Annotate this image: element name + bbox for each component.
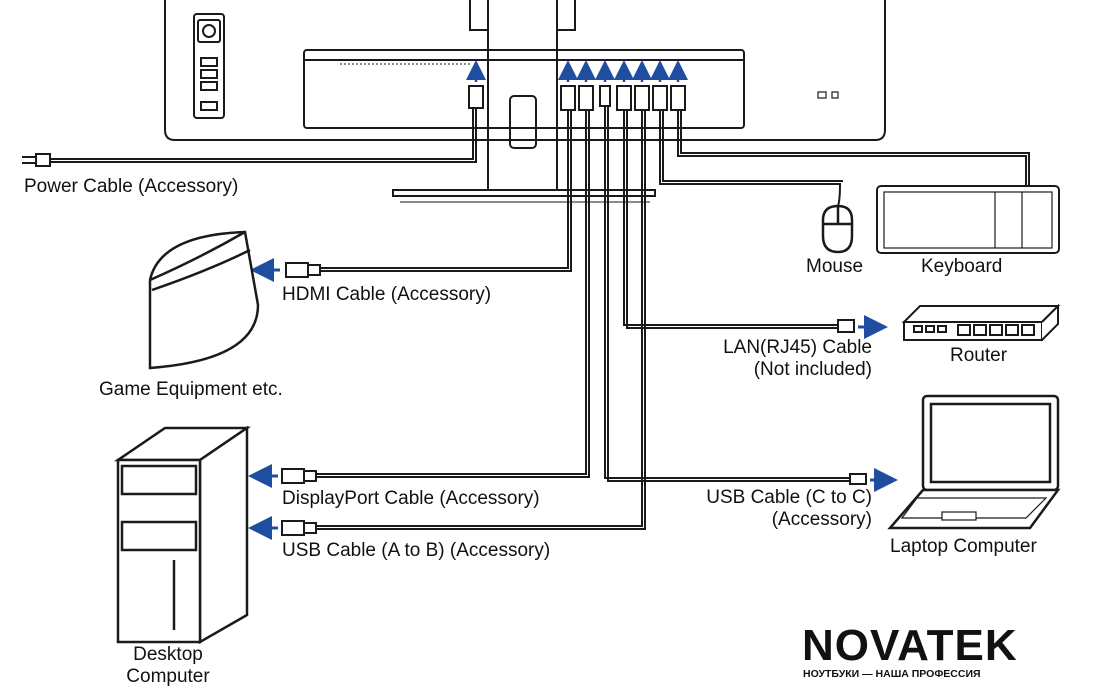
game-equipment-label: Game Equipment etc. — [99, 379, 283, 400]
cables — [50, 106, 1030, 530]
novatek-tagline: НОУТБУКИ — НАША ПРОФЕССИЯ — [803, 668, 981, 680]
desktop-label-line1: Desktop — [133, 644, 203, 665]
game-equipment-image — [148, 230, 260, 370]
usb-c-cable-label-line2: (Accessory) — [771, 509, 872, 530]
keyboard-image — [876, 185, 1060, 254]
desktop-label-line2: Computer — [126, 666, 210, 687]
direction-arrows — [248, 258, 898, 540]
power-cable-label: Power Cable (Accessory) — [24, 176, 239, 197]
usb-a-to-b-cable-label: USB Cable (A to B) (Accessory) — [282, 540, 551, 561]
router-label: Router — [950, 345, 1008, 366]
cable-end-connectors — [22, 153, 867, 536]
usb-c-cable-label-line1: USB Cable (C to C) — [706, 487, 872, 508]
mouse-label: Mouse — [806, 256, 864, 277]
lan-cable-label-line1: LAN(RJ45) Cable — [723, 337, 872, 358]
hdmi-cable-label: HDMI Cable (Accessory) — [282, 284, 492, 305]
monitor-rear — [164, 0, 886, 203]
keyboard-label: Keyboard — [921, 256, 1003, 277]
displayport-cable-label: DisplayPort Cable (Accessory) — [282, 488, 540, 509]
router-image — [901, 303, 1061, 341]
laptop-image — [887, 394, 1061, 530]
novatek-logo: NOVATEK — [802, 621, 1018, 670]
cable-plugs — [468, 85, 686, 111]
port-arrows — [466, 60, 688, 82]
mouse-image — [821, 204, 854, 254]
desktop-computer-image — [113, 425, 252, 645]
laptop-label: Laptop Computer — [890, 536, 1037, 557]
lan-cable-label-line2: (Not included) — [753, 359, 872, 380]
